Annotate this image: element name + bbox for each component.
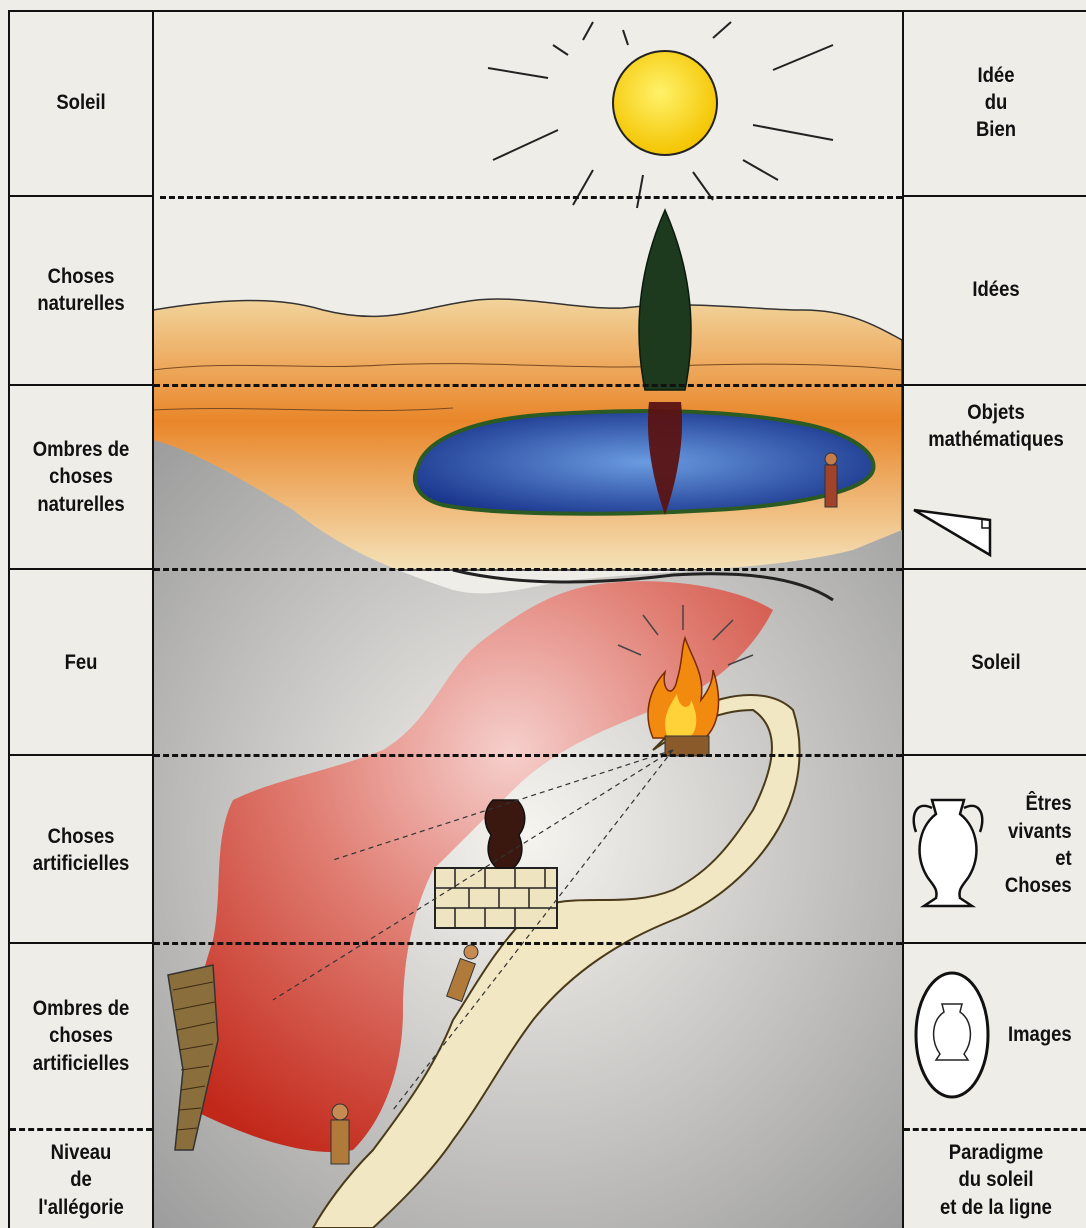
right-separator (904, 942, 1086, 944)
left-row-artificial-things: Choses artificielles (19, 758, 144, 942)
left-separator (10, 195, 152, 197)
left-separator (10, 754, 152, 756)
dashed-separator (154, 754, 902, 757)
top-border (10, 10, 1086, 12)
cave-illustration (153, 10, 902, 1228)
left-row-shadows-natural-label: Ombres de choses naturelles (33, 436, 130, 518)
dashed-separator (154, 568, 902, 571)
left-row-sun: Soleil (19, 10, 144, 195)
left-separator (10, 942, 152, 944)
left-separator (10, 384, 152, 386)
triangle-icon (914, 510, 990, 555)
lake (415, 411, 873, 514)
left-row-natural-things: Choses naturelles (19, 196, 144, 384)
left-row-shadows-natural: Ombres de choses naturelles (19, 386, 144, 568)
allegory-column: Soleil Choses naturelles Ombres de chose… (10, 10, 154, 1228)
right-separator (904, 384, 1086, 386)
left-row-artificial-things-label: Choses artificielles (28, 823, 134, 878)
tree (639, 210, 691, 390)
vase-on-wall (485, 800, 525, 868)
left-row-sun-label: Soleil (56, 89, 105, 116)
left-footer-label: Niveau de l'allégorie (38, 1139, 124, 1221)
left-row-shadows-artificial: Ombres de choses artificielles (19, 944, 144, 1128)
left-separator (10, 568, 152, 570)
paradigm-icons (902, 10, 1086, 1228)
vase-image-icon (916, 973, 988, 1097)
dashed-separator (154, 942, 902, 945)
left-footer: Niveau de l'allégorie (19, 1132, 144, 1228)
left-row-natural-things-label: Choses naturelles (28, 263, 134, 318)
right-footer-separator (904, 1128, 1086, 1131)
vase-icon (914, 800, 983, 906)
dashed-separator (160, 196, 902, 199)
left-row-fire-label: Feu (65, 649, 98, 676)
sun (613, 51, 717, 155)
dashed-separator (154, 384, 902, 387)
low-wall (435, 868, 557, 928)
left-footer-separator (10, 1128, 152, 1131)
right-separator (904, 195, 1086, 197)
right-separator (904, 568, 1086, 570)
left-row-shadows-artificial-label: Ombres de choses artificielles (28, 995, 134, 1077)
left-border (8, 10, 10, 1228)
left-row-fire: Feu (19, 570, 144, 756)
right-separator (904, 754, 1086, 756)
